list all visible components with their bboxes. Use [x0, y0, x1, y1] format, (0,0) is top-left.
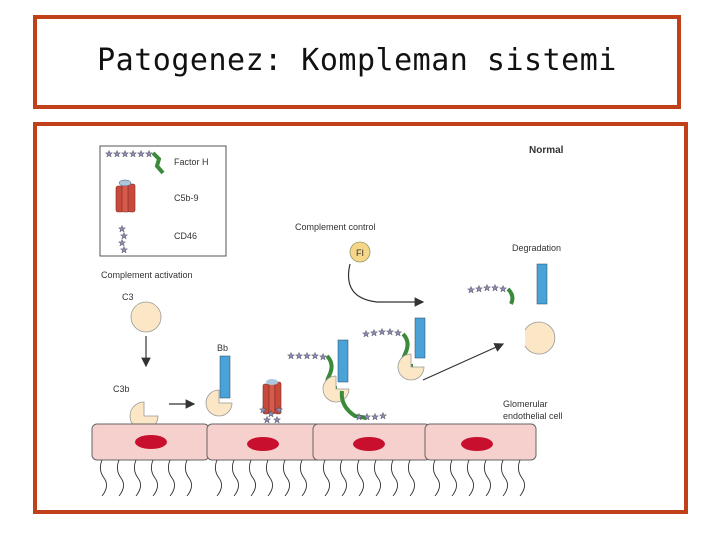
c5b9-icon: [115, 179, 136, 213]
diagram-frame: Normal Factor H C5b-9: [33, 122, 688, 514]
mac-complex: [259, 379, 283, 424]
factor-h-complex-1: [287, 339, 387, 421]
glomerular-label-1: Glomerular: [503, 399, 548, 409]
title-box: Patogenez: Kompleman sistemi: [33, 15, 681, 109]
factor-h-complex-2: [362, 317, 426, 381]
c3b-bound-1: [205, 389, 233, 417]
complement-control-label: Complement control: [295, 222, 376, 232]
c3-label: C3: [122, 292, 134, 302]
endothelial-cell-3: [312, 423, 431, 461]
complement-activation-label: Complement activation: [101, 270, 193, 280]
normal-label: Normal: [529, 145, 564, 156]
endothelial-cell-2: [206, 423, 325, 461]
bb-bar: [219, 355, 231, 399]
legend-factor-h: Factor H: [174, 157, 209, 167]
c3b-label: C3b: [113, 384, 130, 394]
c3-molecule: [130, 301, 162, 333]
degradation-label: Degradation: [512, 243, 561, 253]
bb-bar-2: [414, 317, 426, 359]
factor-h-icon: [105, 150, 165, 175]
page-title: Patogenez: Kompleman sistemi: [97, 43, 617, 78]
fi-arrow: [348, 263, 425, 307]
fi-molecule: [349, 241, 371, 263]
endothelial-cell-1: [91, 423, 210, 461]
cell-cilia: [99, 459, 525, 497]
legend-cd46: CD46: [174, 231, 197, 241]
glomerular-label-2: endothelial cell: [503, 411, 563, 421]
degraded-factor-h: [467, 284, 515, 305]
legend-c5b9: C5b-9: [174, 193, 199, 203]
legend: Factor H C5b-9 CD46: [99, 145, 227, 257]
fi-label: FI: [356, 248, 364, 258]
endothelial-cell-4: [424, 423, 537, 461]
complement-diagram: Normal Factor H C5b-9: [91, 145, 564, 497]
bb-label: Bb: [217, 343, 228, 353]
degraded-bb-bar: [536, 263, 548, 305]
degraded-c3b: [524, 321, 556, 355]
degradation-arrow: [422, 343, 505, 381]
